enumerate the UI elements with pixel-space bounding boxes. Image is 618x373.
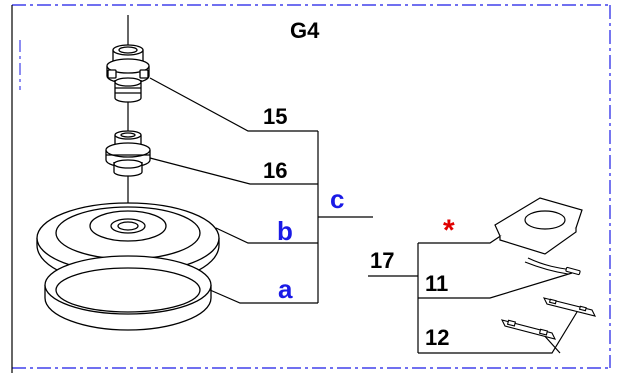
bracket-part-12-b <box>500 319 557 340</box>
bracket-part-12-a <box>542 297 597 317</box>
label-part-12: 12 <box>425 325 449 350</box>
label-sub-a: a <box>278 274 293 304</box>
fitting-part-15 <box>106 44 150 103</box>
label-sub-b: b <box>277 216 293 246</box>
diagram-frame <box>12 4 611 369</box>
leader-lines-right-group <box>368 232 578 354</box>
clip-part-11 <box>524 257 581 276</box>
label-part-15: 15 <box>263 104 287 129</box>
label-part-17: 17 <box>370 248 394 273</box>
ring-part-a <box>44 255 212 331</box>
leader-lines-left-group <box>149 77 373 304</box>
cover-piece <box>494 197 583 255</box>
label-part-11: 11 <box>425 271 448 296</box>
fitting-part-16 <box>105 130 151 177</box>
diagram-title: G4 <box>290 18 320 43</box>
label-group-c: c <box>330 184 344 214</box>
label-part-16: 16 <box>263 158 287 183</box>
asterisk-marker: * <box>443 214 455 247</box>
